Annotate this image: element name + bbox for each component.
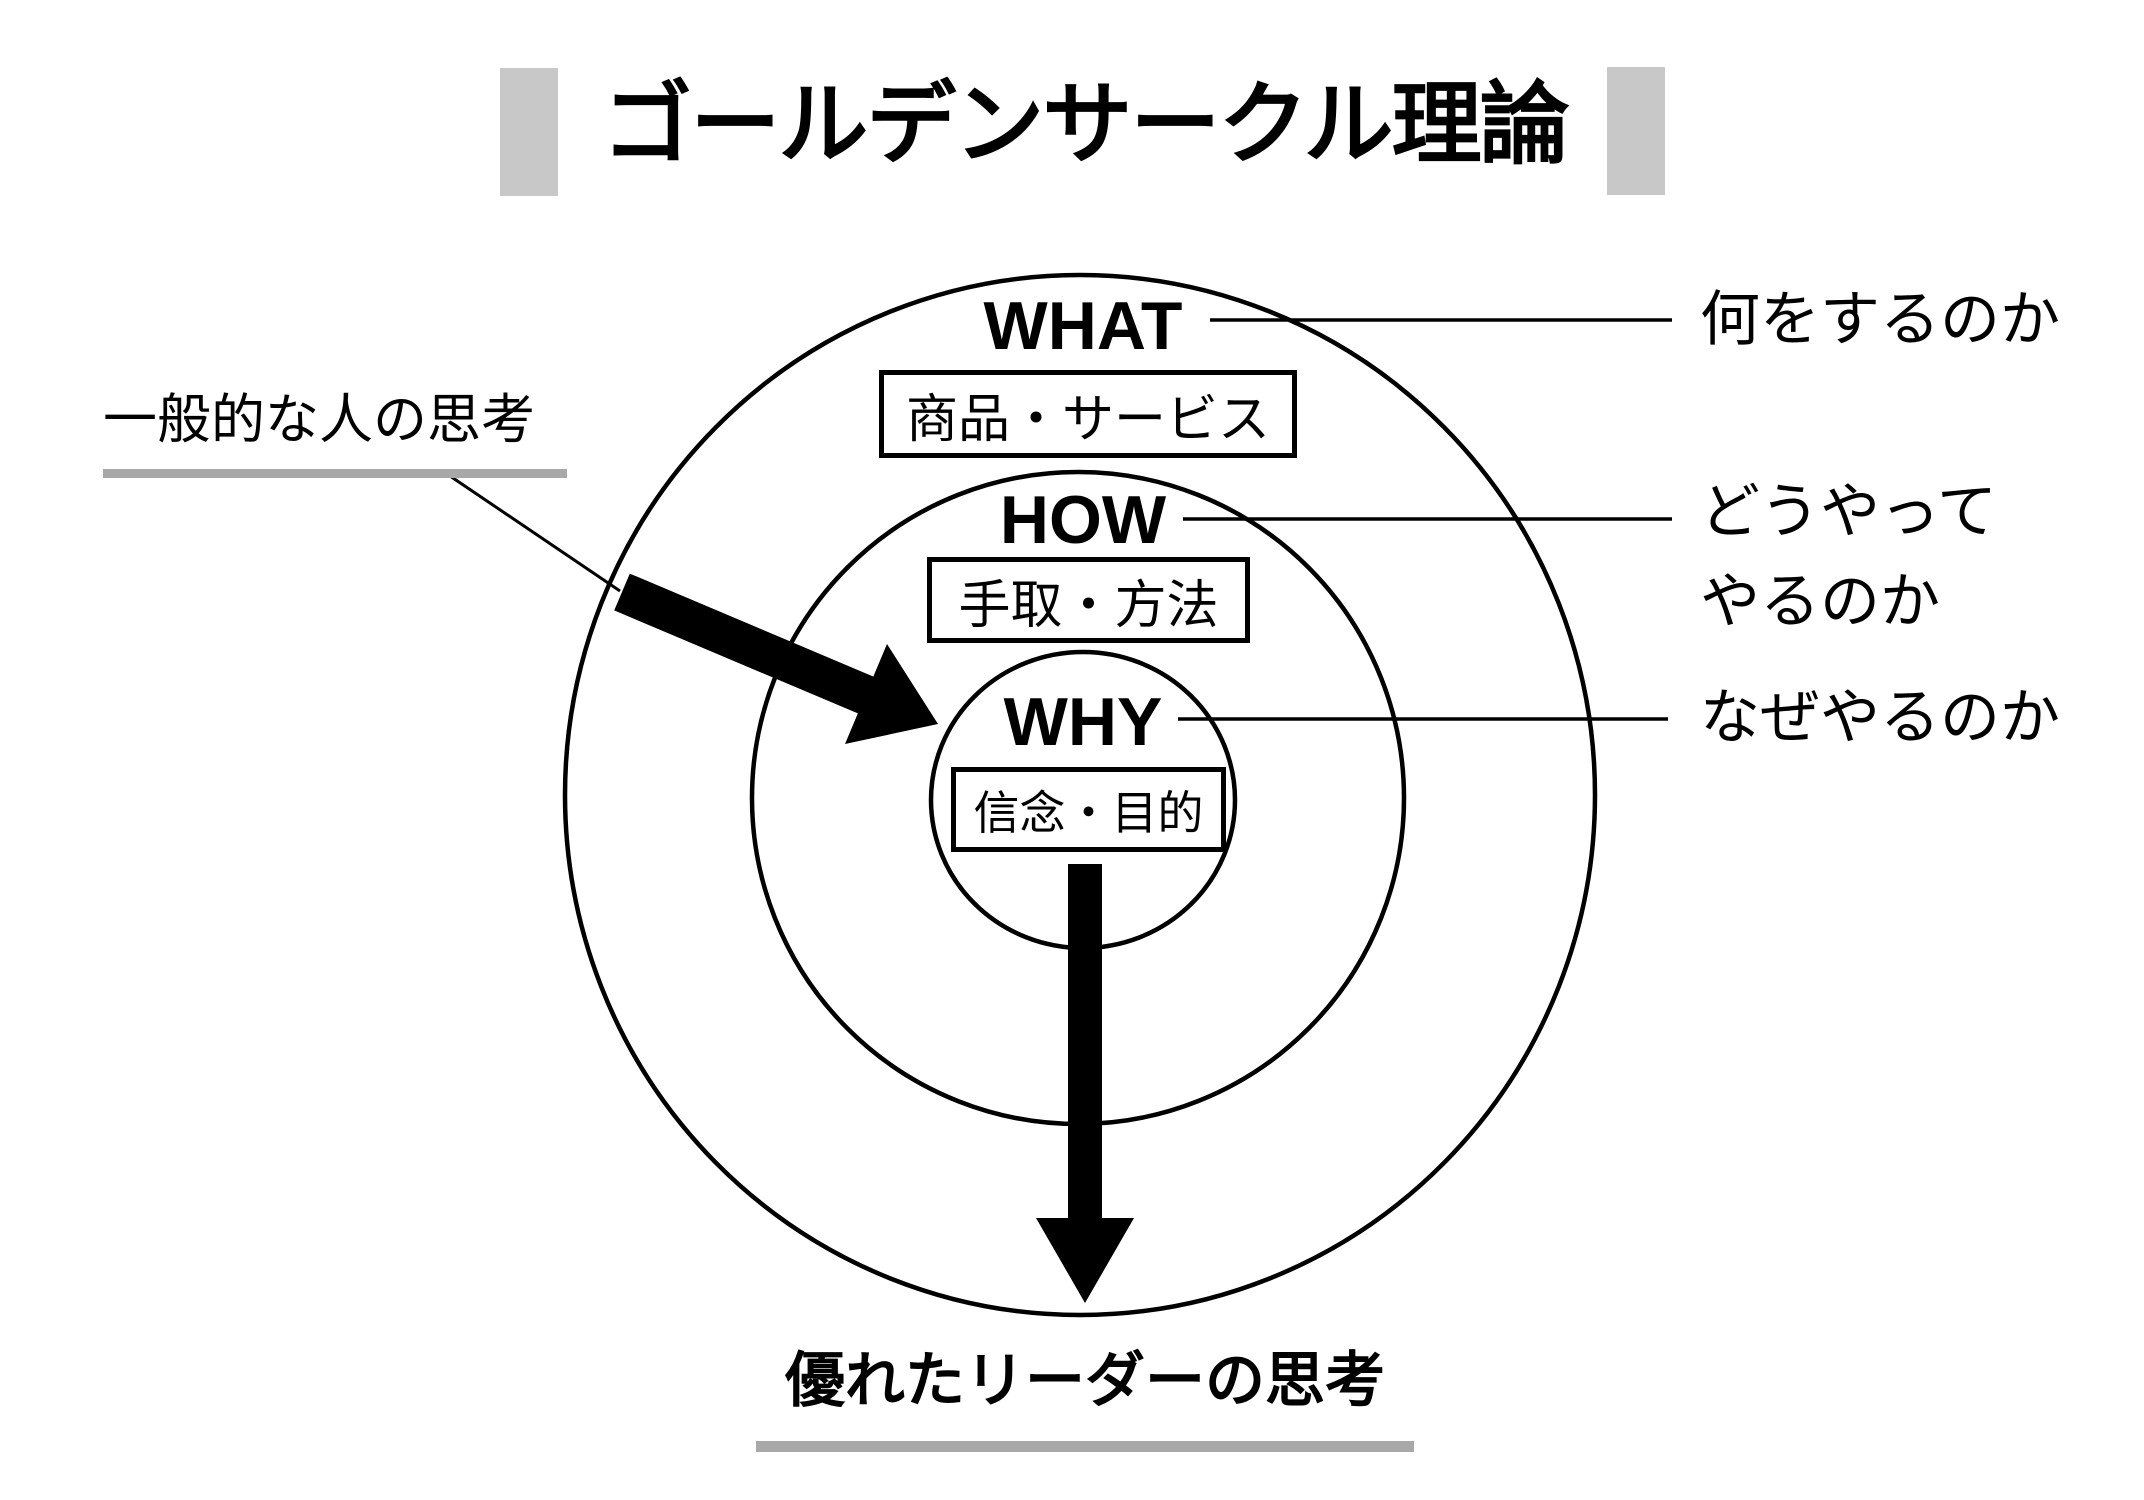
how-callout-text: どうやって やるのか [1700,478,1997,658]
page-title: ゴールデンサークル理論 [602,76,1569,175]
ordinary-thinking-arrow-shaft [614,573,876,715]
left-note-underline [103,469,567,478]
how-label: HOW [999,482,1167,558]
what-label: WHAT [983,288,1183,364]
why-callout-text: なぜやるのか [1700,684,2060,751]
how-callout-text-line2: やるのか [1700,568,1940,635]
what-term-box: 商品・サービス [879,370,1297,458]
why-label: WHY [1003,684,1163,760]
left-note-connector-line [449,474,621,593]
outer-circle [562,272,1598,1318]
bottom-note-text: 優れたリーダーの思考 [785,1347,1385,1414]
title-accent-bar-left [500,68,558,196]
leader-thinking-arrow [1036,864,1134,1303]
how-callout-text-line1: どうやって [1700,478,1997,545]
ordinary-thinking-arrow [614,573,938,744]
leader-thinking-arrow-head [1036,1218,1134,1303]
title-accent-bar-right [1607,67,1665,195]
bottom-note-underline [756,1441,1414,1452]
left-note-text: 一般的な人の思考 [103,390,535,450]
what-callout-text: 何をするのか [1700,286,2060,353]
ordinary-thinking-arrow-head [845,644,938,744]
why-term-box: 信念・目的 [951,767,1226,852]
how-term-box: 手取・方法 [927,557,1250,643]
